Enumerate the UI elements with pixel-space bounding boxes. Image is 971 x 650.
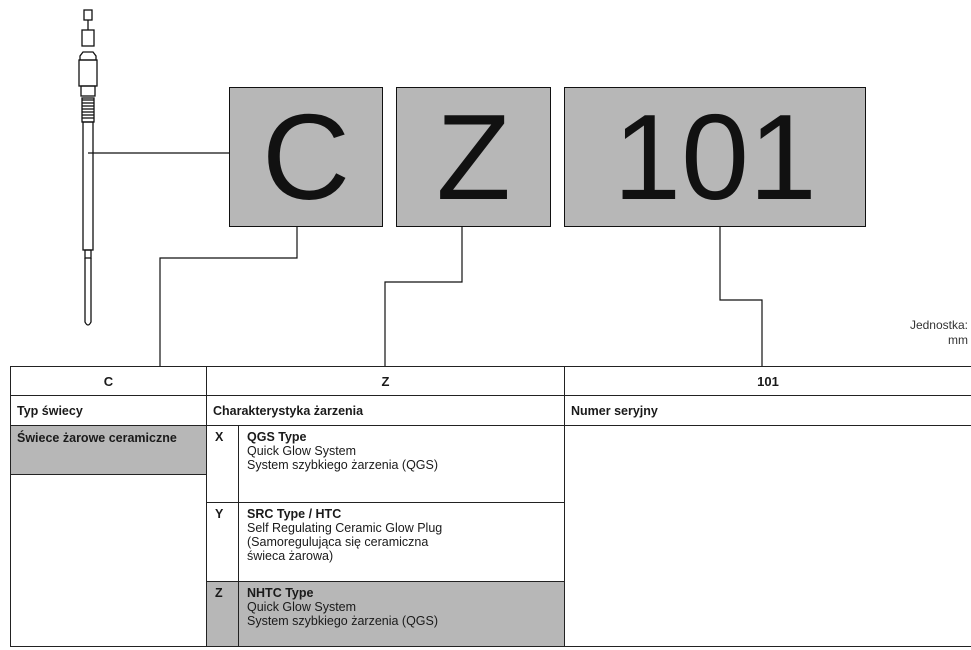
code-box-glow: Z — [396, 87, 551, 227]
subheader-row: Typ świecy Charakterystyka żarzenia Nume… — [10, 395, 971, 426]
glow-option-code: Z — [207, 582, 239, 646]
code-box-serial: 101 — [564, 87, 866, 227]
connector-z-down — [384, 226, 463, 366]
header-serial: 101 — [564, 366, 971, 396]
glow-option-title: QGS Type — [247, 430, 307, 444]
glow-option-text: Quick Glow System System szybkiego żarze… — [247, 600, 439, 628]
code-table: C Z 101 Typ świecy Charakterystyka żarze… — [10, 366, 971, 647]
header-row: C Z 101 — [10, 366, 971, 396]
glow-plug-icon — [78, 9, 98, 326]
subheader-glow: Charakterystyka żarzenia — [206, 395, 565, 426]
glow-option-code: X — [207, 426, 239, 502]
plug-type-label: Świece żarowe ceramiczne — [11, 426, 206, 475]
subheader-serial: Numer seryjny — [564, 395, 971, 426]
glow-plug-diagram — [78, 9, 763, 366]
glow-option-text: Self Regulating Ceramic Glow Plug (Samor… — [247, 521, 443, 563]
type-cell: Świece żarowe ceramiczne — [10, 425, 207, 647]
subheader-type: Typ świecy — [10, 395, 207, 426]
unit-label: Jednostka: mm — [909, 318, 968, 347]
connector-lines — [88, 152, 763, 366]
glow-option-title: SRC Type / HTC — [247, 507, 342, 521]
serial-cell — [564, 425, 971, 647]
glow-option-code: Y — [207, 503, 239, 581]
code-box-type: C — [229, 87, 383, 227]
connector-serial-down — [719, 226, 763, 366]
connector-c-down — [159, 226, 298, 366]
glow-option-title: NHTC Type — [247, 586, 314, 600]
glow-option-text: Quick Glow System System szybkiego żarze… — [247, 444, 439, 472]
header-type: C — [10, 366, 207, 396]
header-glow: Z — [206, 366, 565, 396]
